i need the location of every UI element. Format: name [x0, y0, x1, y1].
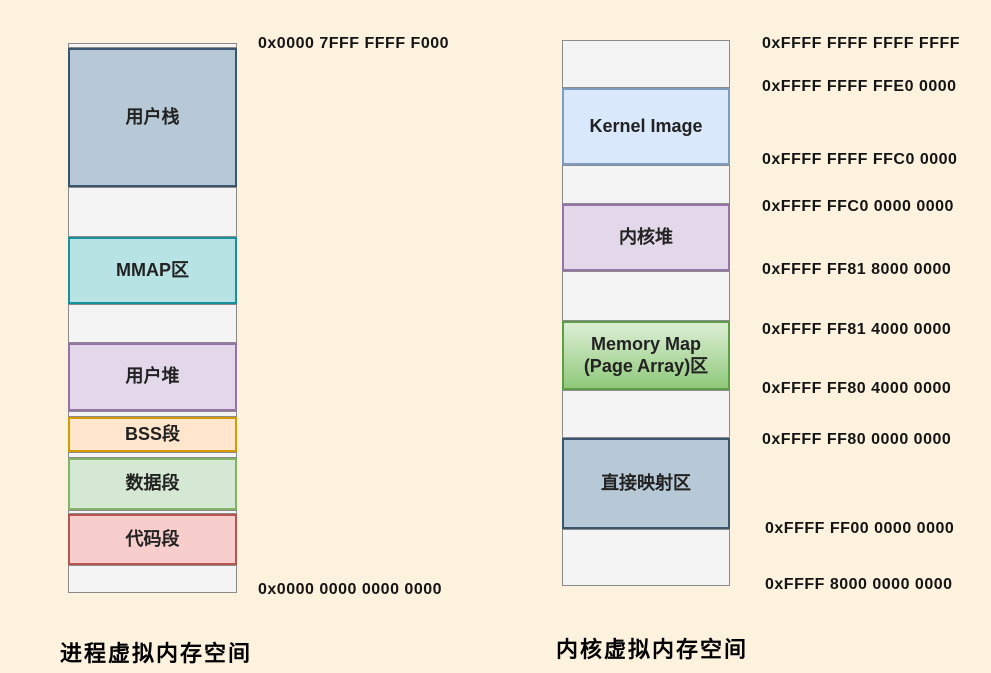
- bss-label: BSS段: [124, 423, 180, 444]
- kernel-image-label: Kernel Image: [589, 115, 703, 136]
- user-stack-label: 用户栈: [125, 106, 180, 127]
- bss-segment: BSS段: [68, 417, 237, 452]
- direct-mapping-label: 直接映射区: [601, 472, 691, 493]
- process-memory-caption: 进程虚拟内存空间: [60, 641, 253, 666]
- address-label: 0xFFFF FF81 4000 0000: [762, 321, 952, 338]
- mmap-label: MMAP区: [116, 259, 189, 280]
- user-heap-segment: 用户堆: [68, 343, 237, 411]
- mmap-segment: MMAP区: [68, 237, 237, 304]
- user-heap-label: 用户堆: [125, 366, 180, 387]
- user-stack-segment: 用户栈: [68, 48, 237, 187]
- address-label: 0xFFFF FF80 4000 0000: [762, 380, 952, 397]
- kernel-image-segment: Kernel Image: [562, 88, 730, 165]
- blank-segment: [68, 452, 237, 458]
- address-label: 0xFFFF FFFF FFC0 0000: [762, 151, 958, 168]
- address-label: 0xFFFF FFC0 0000 0000: [762, 198, 954, 215]
- address-label: 0xFFFF FFFF FFFF FFFF: [762, 35, 961, 52]
- blank-segment: [562, 40, 730, 88]
- blank-segment: [68, 510, 237, 514]
- process-memory-column: 用户栈 MMAP区 用户堆 BSS段 数据段 代码段: [68, 43, 237, 593]
- memory-map-label-line1: Memory Map: [590, 333, 702, 354]
- address-label: 0xFFFF FF81 8000 0000: [762, 261, 952, 278]
- data-segment-label: 数据段: [125, 473, 180, 494]
- blank-segment: [68, 411, 237, 417]
- data-segment: 数据段: [68, 458, 237, 510]
- blank-segment: [68, 43, 237, 48]
- memory-map-label-line2: (Page Array)区: [583, 355, 709, 376]
- blank-segment: [562, 529, 730, 586]
- direct-mapping-segment: 直接映射区: [562, 438, 730, 529]
- blank-segment: [562, 390, 730, 438]
- address-label: 0x0000 0000 0000 0000: [258, 581, 443, 598]
- code-segment-label: 代码段: [125, 528, 180, 549]
- address-label: 0xFFFF FF80 0000 0000: [762, 431, 952, 448]
- address-label: 0xFFFF 8000 0000 0000: [765, 576, 953, 593]
- address-label: 0xFFFF FFFF FFE0 0000: [762, 78, 957, 95]
- code-segment: 代码段: [68, 514, 237, 565]
- kernel-memory-caption: 内核虚拟内存空间: [556, 637, 749, 662]
- blank-segment: [562, 271, 730, 321]
- kernel-heap-label: 内核堆: [619, 226, 673, 247]
- memory-map-segment: Memory Map (Page Array)区: [562, 321, 730, 390]
- blank-segment: [68, 187, 237, 237]
- blank-segment: [562, 165, 730, 204]
- blank-segment: [68, 304, 237, 343]
- blank-segment: [68, 565, 237, 593]
- address-label: 0x0000 7FFF FFFF F000: [258, 35, 450, 52]
- address-label: 0xFFFF FF00 0000 0000: [765, 520, 955, 537]
- kernel-memory-column: Kernel Image 内核堆 Memory Map (Page Array)…: [562, 40, 730, 586]
- kernel-heap-segment: 内核堆: [562, 204, 730, 271]
